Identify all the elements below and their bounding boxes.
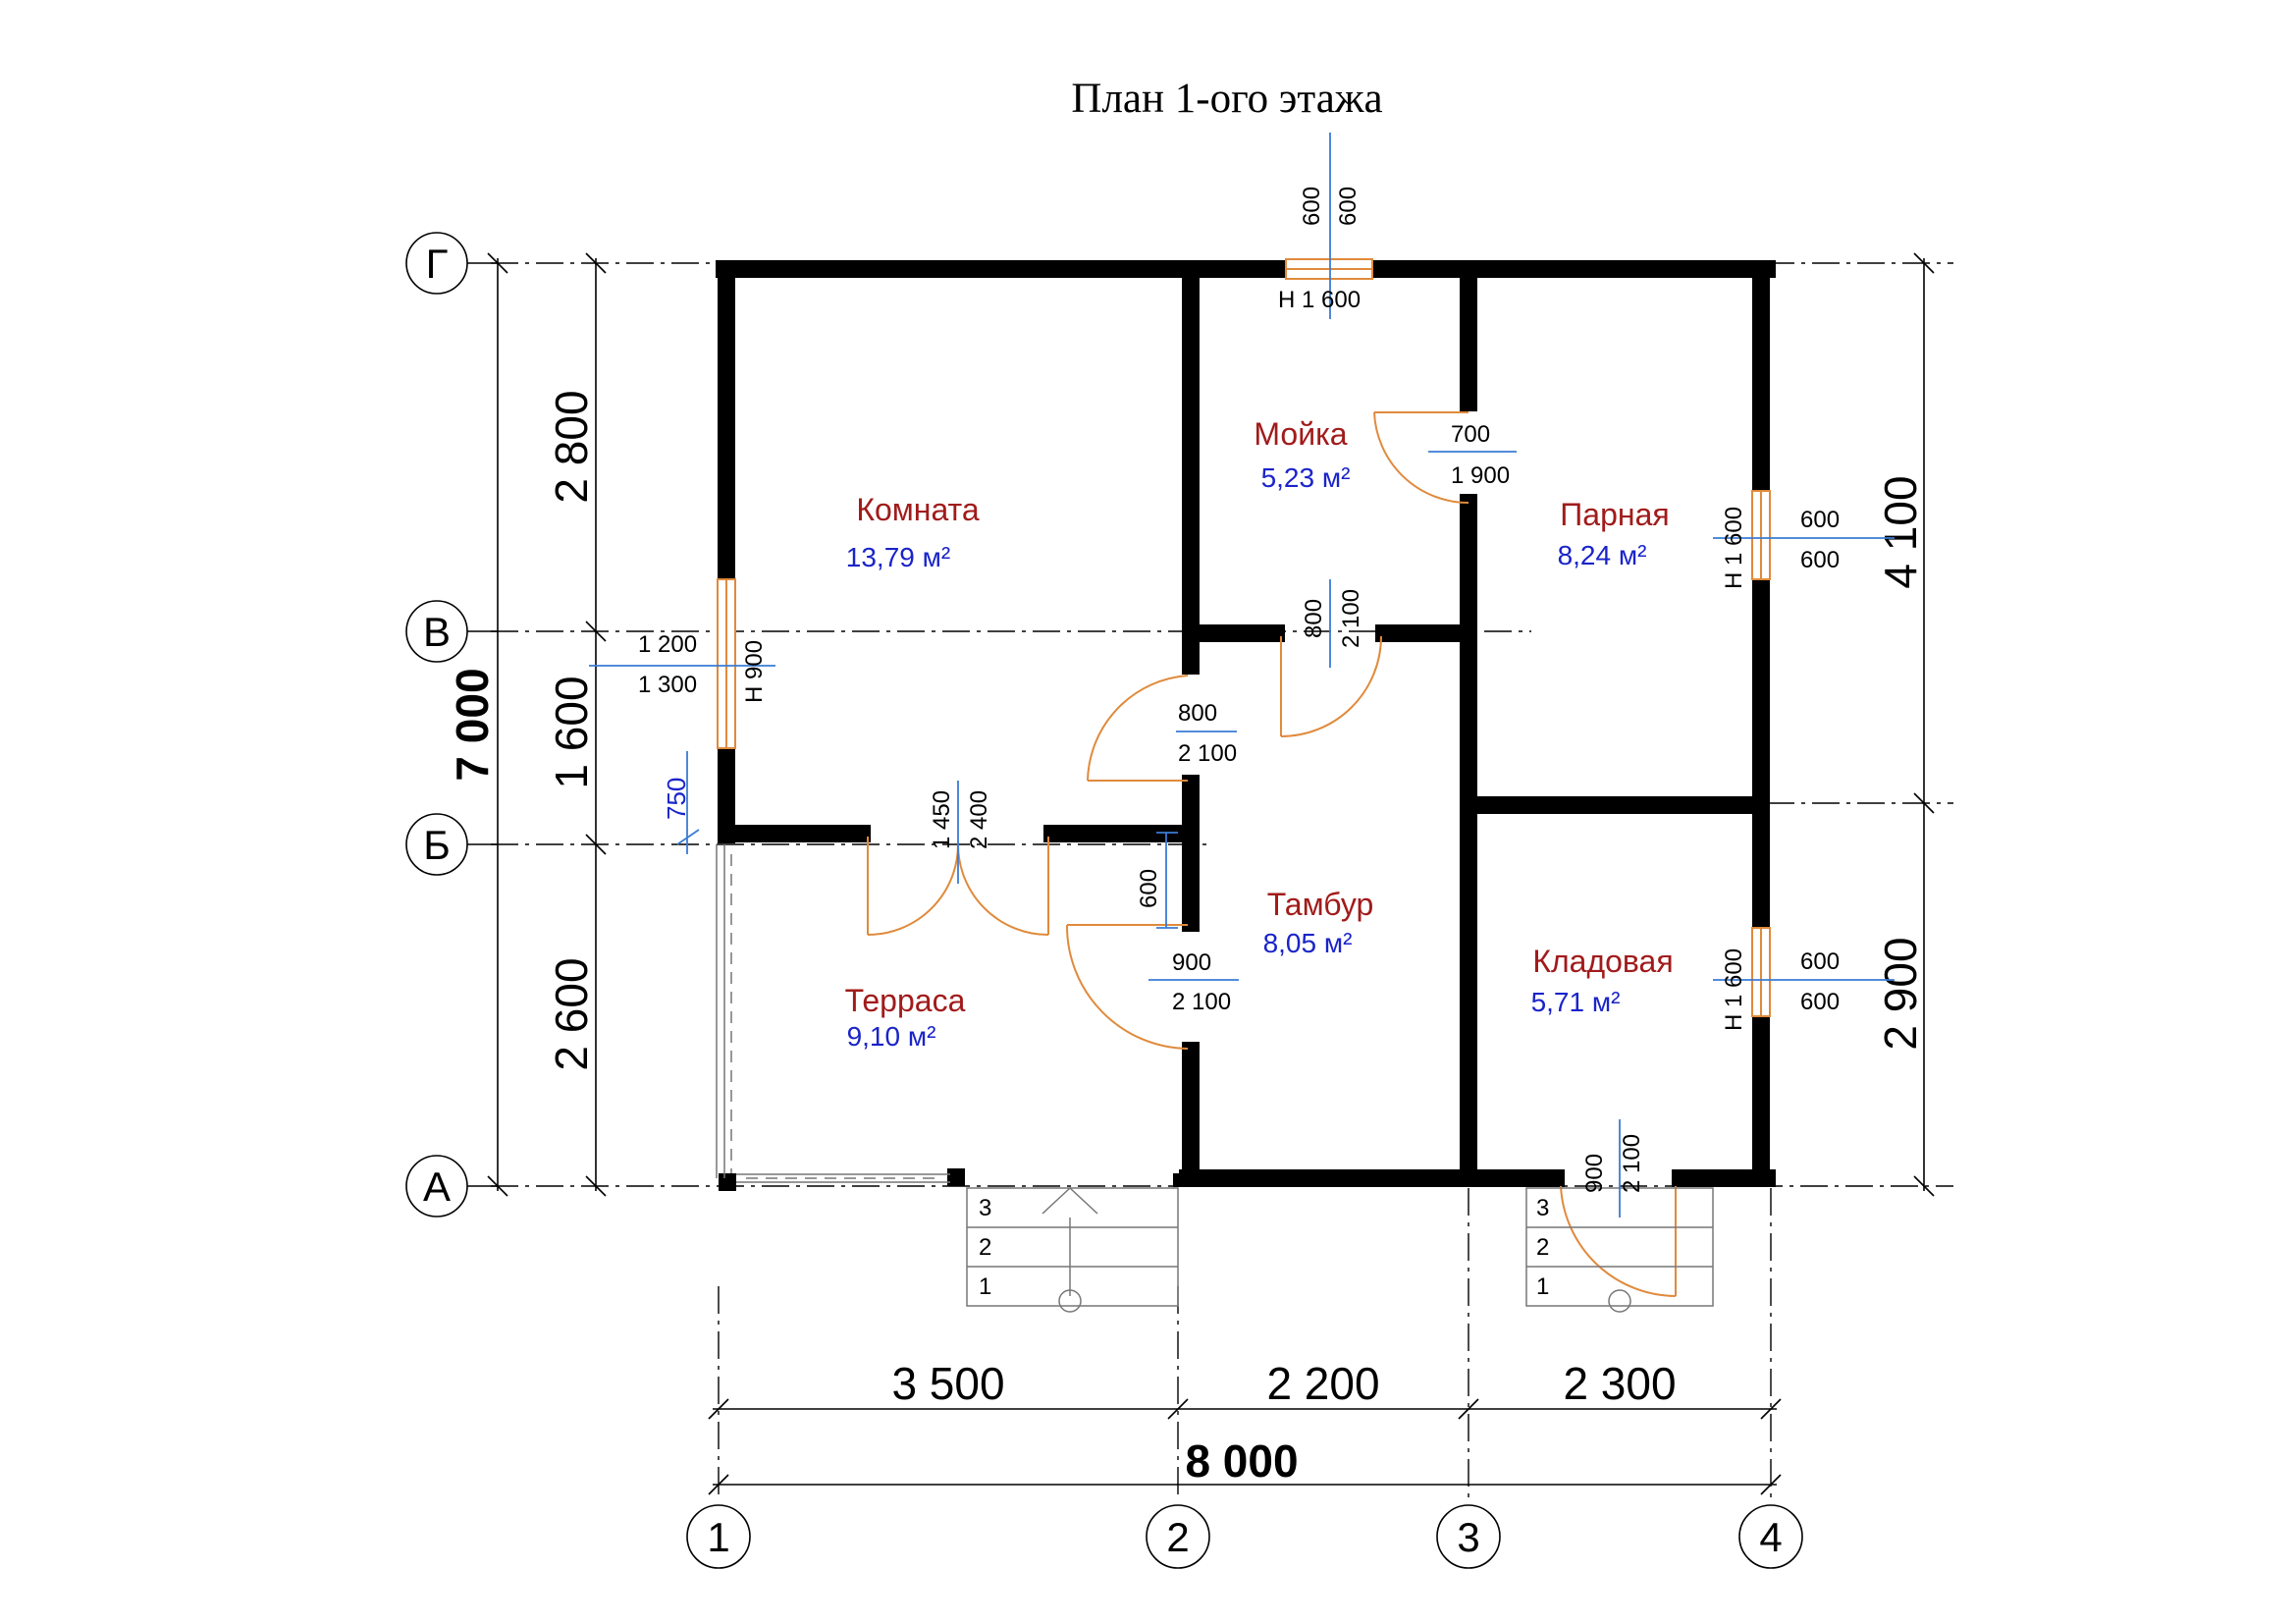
axis-letter-a: А: [423, 1164, 451, 1210]
kladovaya-window-h: 600: [1800, 989, 1840, 1015]
stair-step-3: 3: [979, 1195, 991, 1221]
terrace-railing: [716, 844, 950, 1183]
terrace-door-w: 1 450: [929, 790, 955, 849]
axis-number-1: 1: [707, 1514, 729, 1560]
left-window-h: 1 300: [638, 672, 697, 698]
dim-left-2600: 2 600: [546, 957, 597, 1070]
axis-letter-v: В: [423, 609, 451, 655]
opening-labels: 600 600 Н 1 600 1 200 1 300 Н 900 600 60…: [638, 187, 1840, 1193]
tambur-door-w: 900: [1172, 949, 1211, 976]
room-tambur-area: 8,05 м²: [1263, 928, 1353, 958]
top-window-w: 600: [1299, 187, 1325, 226]
terrace-door-h: 2 400: [966, 790, 992, 849]
inner-door-w: 800: [1301, 599, 1327, 638]
room-komnata-area: 13,79 м²: [846, 542, 950, 572]
terrace-offset: 750: [662, 778, 691, 820]
axis-number-3: 3: [1457, 1514, 1479, 1560]
komnata-door-w: 800: [1178, 700, 1217, 727]
axis-number-markers: 1 2 3 4: [686, 1504, 1803, 1569]
dim-bottom-3500: 3 500: [891, 1358, 1004, 1409]
top-window-h: 600: [1335, 187, 1362, 226]
axis-letter-b: Б: [423, 822, 451, 868]
dim-left-2800: 2 800: [546, 390, 597, 503]
room-moyka-area: 5,23 м²: [1261, 462, 1351, 493]
kladovaya-window-sill: Н 1 600: [1721, 948, 1747, 1031]
moyka-door-h: 1 900: [1451, 462, 1510, 489]
dim-right-4100: 4 100: [1875, 475, 1926, 588]
room-kladovaya-area: 5,71 м²: [1531, 987, 1621, 1017]
dim-bottom-2300: 2 300: [1563, 1358, 1676, 1409]
parnaya-window-h: 600: [1800, 547, 1840, 573]
left-window-w: 1 200: [638, 631, 697, 658]
room-terrasa-name: Терраса: [845, 983, 966, 1018]
inner-door-h: 2 100: [1338, 589, 1364, 648]
stairs-kladovaya: 3 2 1: [1525, 1187, 1714, 1313]
stair-step-1: 1: [979, 1273, 991, 1300]
stair2-step-2: 2: [1536, 1234, 1549, 1261]
walls: [716, 260, 1776, 1191]
room-komnata-name: Комната: [856, 492, 980, 527]
room-moyka-name: Мойка: [1254, 416, 1347, 452]
room-labels: Комната 13,79 м² Мойка 5,23 м² Парная 8,…: [845, 416, 1674, 1052]
tambur-door-h: 2 100: [1172, 989, 1231, 1015]
room-parnaya-name: Парная: [1560, 497, 1669, 532]
plan-title: План 1-ого этажа: [1071, 76, 1382, 122]
parnaya-window-sill: Н 1 600: [1721, 507, 1747, 589]
room-kladovaya-name: Кладовая: [1532, 944, 1673, 979]
axis-grid: [491, 262, 1953, 1497]
stair2-step-3: 3: [1536, 1195, 1549, 1221]
kladovaya-door-w: 900: [1581, 1154, 1608, 1193]
top-window-sill: Н 1 600: [1278, 287, 1361, 313]
right-dimensions: 4 100 2 900: [1875, 252, 1935, 1197]
dim-left-1600: 1 600: [546, 676, 597, 788]
axis-number-2: 2: [1166, 1514, 1189, 1560]
stair-step-2: 2: [979, 1234, 991, 1261]
stairs-terrace: 3 2 1: [966, 1186, 1179, 1313]
parnaya-window-w: 600: [1800, 507, 1840, 533]
room-terrasa-area: 9,10 м²: [847, 1021, 936, 1052]
stair2-step-1: 1: [1536, 1273, 1549, 1300]
tambur-offset: 600: [1136, 869, 1162, 908]
dim-bottom-total: 8 000: [1185, 1435, 1298, 1487]
axis-letter-markers: Г В Б А: [405, 232, 498, 1218]
left-window-sill: Н 900: [741, 640, 768, 703]
komnata-door-h: 2 100: [1178, 740, 1237, 767]
moyka-door-w: 700: [1451, 421, 1490, 448]
windows: [717, 258, 1771, 1017]
room-parnaya-area: 8,24 м²: [1558, 540, 1647, 570]
axis-number-4: 4: [1759, 1514, 1782, 1560]
axis-letter-g: Г: [426, 241, 449, 287]
dim-bottom-2200: 2 200: [1266, 1358, 1379, 1409]
bottom-dimensions: 3 500 2 200 2 300 8 000: [708, 1358, 1782, 1495]
dim-right-2900: 2 900: [1875, 937, 1926, 1050]
doors: [867, 411, 1677, 1297]
room-tambur-name: Тамбур: [1267, 887, 1374, 922]
kladovaya-door-h: 2 100: [1619, 1134, 1645, 1193]
left-dimensions: 2 800 1 600 2 600 7 000: [447, 252, 607, 1197]
kladovaya-window-w: 600: [1800, 948, 1840, 975]
dim-left-total: 7 000: [447, 668, 498, 781]
opening-leaders: [589, 133, 1895, 1218]
